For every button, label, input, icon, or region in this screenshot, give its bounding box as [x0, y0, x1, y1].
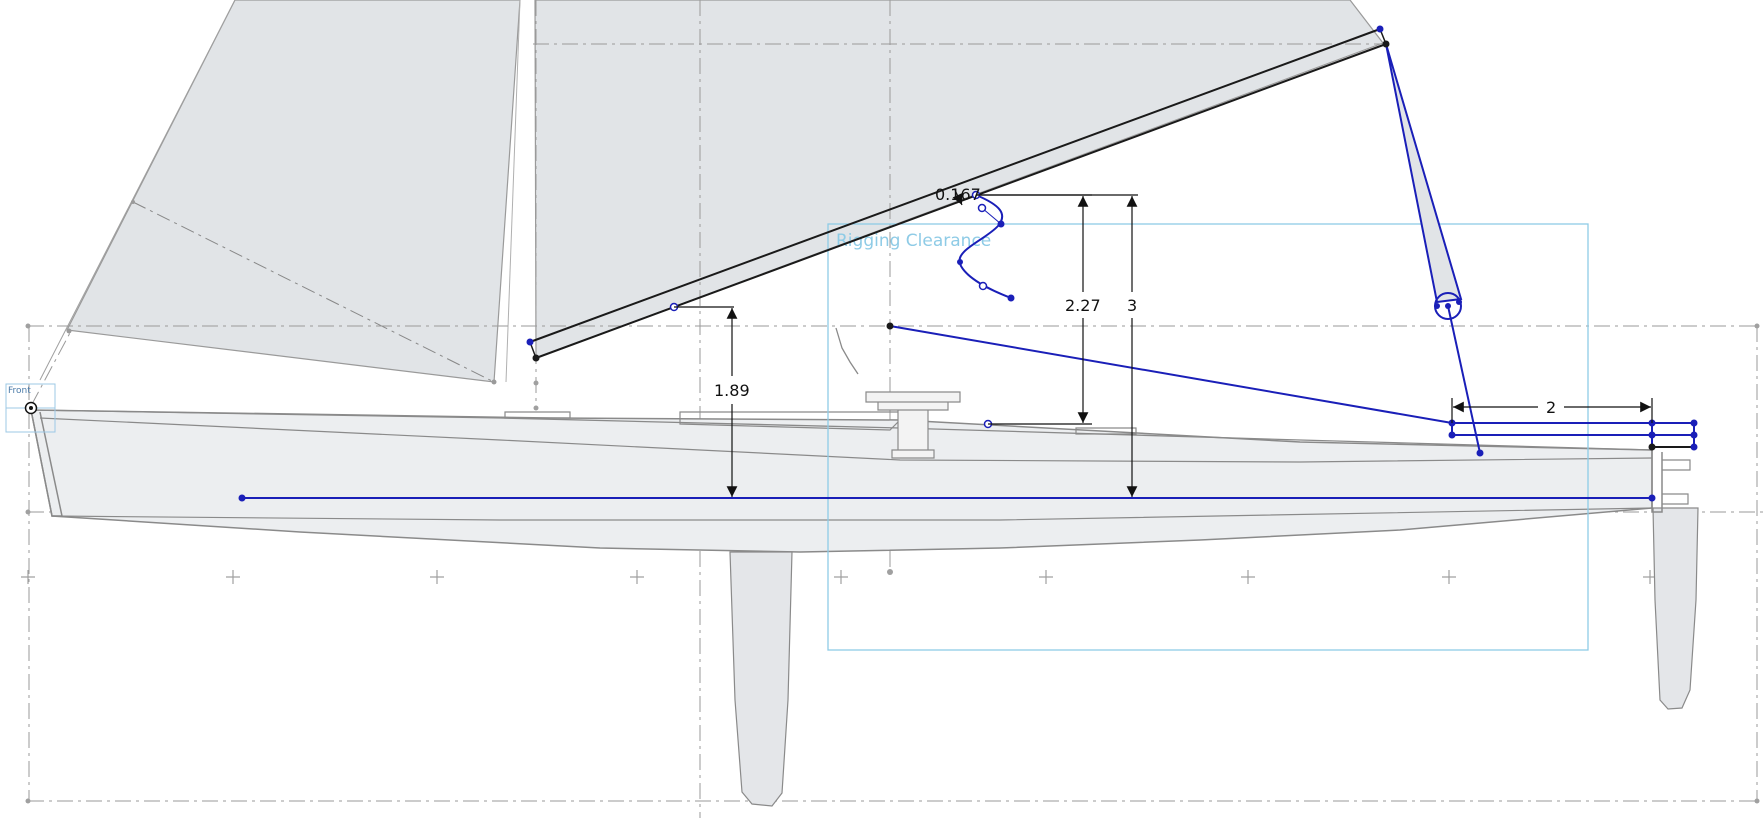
deck-ref-end-point[interactable]	[1648, 494, 1656, 502]
sketch-points	[238, 25, 1698, 502]
hull-trace	[30, 327, 1699, 807]
hull-body[interactable]	[30, 409, 1653, 553]
jib-sail[interactable]	[66, 0, 521, 383]
rigging-clearance-label: Rigging Clearance	[836, 231, 991, 251]
vang-left-point[interactable]	[1434, 303, 1440, 309]
dim-189-label[interactable]: 1.89	[714, 381, 750, 400]
transom	[1651, 450, 1663, 513]
dim-0167-leader	[952, 189, 963, 206]
mast-step-trace	[835, 327, 859, 375]
traveler-lm-point[interactable]	[1648, 431, 1656, 439]
traveler-ur-point[interactable]	[1690, 419, 1698, 427]
spline-handle-point-b[interactable]	[978, 281, 988, 291]
stern-fitting	[1662, 459, 1691, 505]
construction-points	[25, 323, 1760, 804]
dim-2-label[interactable]: 2	[1546, 398, 1556, 417]
boom-forward-top-point[interactable]	[526, 338, 534, 346]
hatch-forward	[504, 411, 571, 419]
vang-right-point[interactable]	[1456, 299, 1462, 305]
sheet-start-point[interactable]	[886, 322, 894, 330]
jib-mid-point[interactable]	[131, 200, 135, 204]
rudder-blade[interactable]	[1652, 507, 1699, 710]
jib-leech-line	[505, 0, 521, 383]
origin-dot	[29, 406, 33, 410]
vang-pivot-point[interactable]	[1445, 303, 1451, 309]
mainsail[interactable]	[534, 0, 1384, 359]
boom-upper-line[interactable]	[529, 28, 1381, 343]
sails	[39, 0, 1384, 385]
boom-forward-bottom-point[interactable]	[532, 354, 540, 362]
hull-inner-line	[39, 417, 1653, 463]
cabin-top	[679, 411, 901, 431]
keel-fin[interactable]	[729, 551, 793, 807]
spline-end-point[interactable]	[1007, 294, 1015, 302]
station-marks	[21, 570, 1657, 584]
spline-control-point-a[interactable]	[997, 220, 1005, 228]
dim-0167-label[interactable]: 0.167	[935, 185, 981, 204]
jib-chord-line	[132, 201, 495, 383]
dimension-labels: 0.167 1.89 2.27 3 2	[714, 185, 1556, 417]
sketch-geometry	[238, 25, 1698, 502]
spline-handle-point-a[interactable]	[977, 203, 987, 213]
traveler-lr-point[interactable]	[1690, 431, 1698, 439]
boom-aft-top-point[interactable]	[1376, 25, 1384, 33]
dim-3-label[interactable]: 3	[1127, 296, 1137, 315]
winch-pedestal	[865, 391, 961, 459]
vang-lower-line[interactable]	[1447, 305, 1481, 454]
construction-line-bow[interactable]	[30, 330, 72, 407]
jib-tack-point[interactable]	[66, 328, 72, 334]
hull-waterline	[51, 507, 1653, 521]
deck-fitting-aft	[1075, 427, 1137, 435]
front-plane-indicator[interactable]: Front	[5, 383, 56, 433]
spline-handle-b	[982, 285, 1012, 299]
rigging-clearance-box[interactable]	[827, 223, 1589, 651]
dim-227-label[interactable]: 2.27	[1065, 296, 1101, 315]
deck-ref-start-point[interactable]	[238, 494, 246, 502]
front-plane-label: Front	[8, 386, 31, 396]
traveler-black-point[interactable]	[1648, 443, 1656, 451]
traveler-br-point[interactable]	[1690, 443, 1698, 451]
sheet-line[interactable]	[889, 325, 1453, 424]
jib-luff-line	[39, 0, 236, 381]
spline-control-point-b[interactable]	[957, 259, 963, 265]
boom-aft-bottom-point[interactable]	[1382, 40, 1390, 48]
traveler-ll-point[interactable]	[1448, 431, 1456, 439]
jib-clew-point[interactable]	[491, 379, 497, 385]
rigging-clearance-region[interactable]: Rigging Clearance	[827, 223, 1589, 651]
vang-strut[interactable]	[1385, 43, 1463, 304]
bow-stem	[30, 409, 63, 517]
vang-bottom-point[interactable]	[1476, 449, 1484, 457]
dimensions	[674, 189, 1653, 497]
